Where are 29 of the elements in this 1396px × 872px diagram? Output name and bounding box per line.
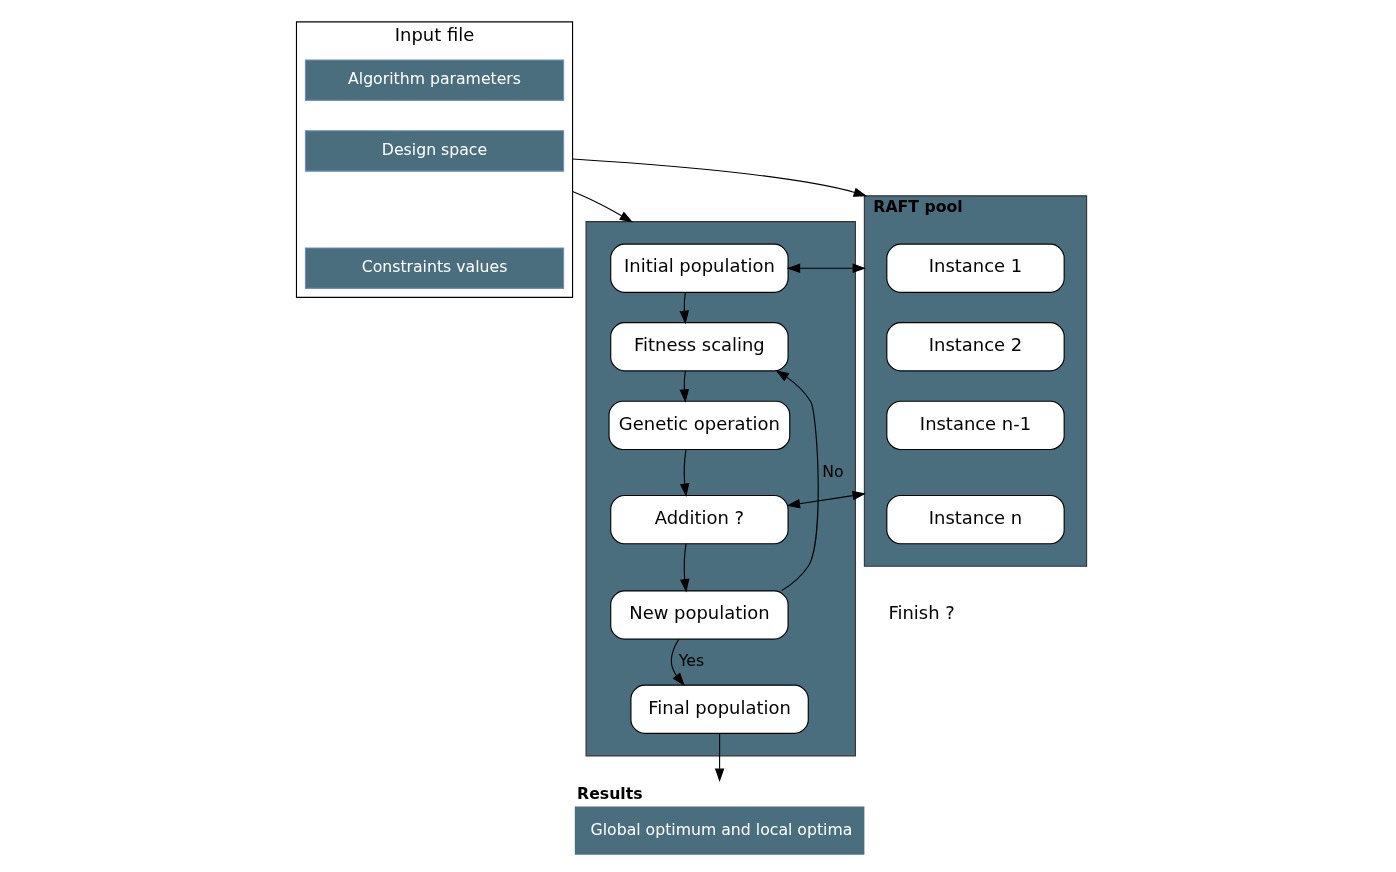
node-box: Instance n <box>885 494 1065 545</box>
node-box: Genetic operation <box>608 400 790 451</box>
node-label: Results <box>576 783 643 803</box>
node-box: New population <box>609 590 789 640</box>
arrow <box>786 490 866 509</box>
arrow <box>670 638 685 687</box>
node-box: Fitness scaling <box>609 322 789 372</box>
edge-label: Yes <box>678 651 704 671</box>
node-box: Initial population <box>609 243 789 293</box>
arrow <box>774 370 819 592</box>
arrow <box>786 263 866 273</box>
node-box: Instance n-1 <box>885 400 1065 451</box>
node-box: Design space <box>304 130 564 172</box>
node-box: Addition ? <box>609 494 789 545</box>
arrow <box>679 292 689 325</box>
arrow <box>571 190 633 223</box>
label: Finish ? <box>887 602 955 624</box>
node-box: Global optimum and local optima <box>574 806 864 855</box>
arrow <box>679 543 689 593</box>
node-box: Instance 2 <box>885 322 1065 372</box>
edge-label: No <box>821 461 844 481</box>
arrow <box>679 449 689 497</box>
node-box: Final population <box>629 684 809 734</box>
arrow <box>714 733 724 783</box>
node-box: Algorithm parameters <box>304 59 564 101</box>
arrow <box>679 370 689 403</box>
node-box: Constraints values <box>304 247 564 289</box>
node-box: Instance 1 <box>885 243 1065 293</box>
arrow <box>571 158 867 197</box>
